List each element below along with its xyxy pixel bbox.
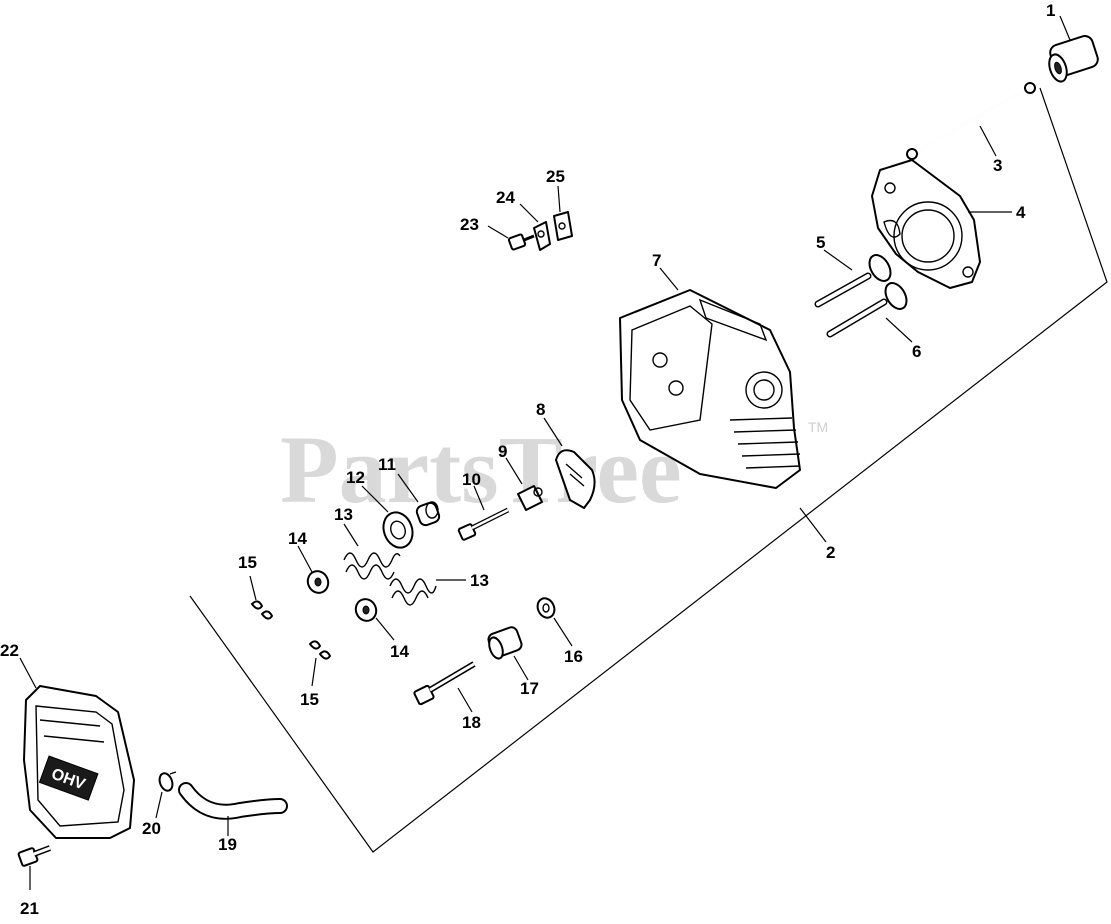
part-17-spacer[interactable] [487,626,524,661]
leader-lines [19,15,1071,890]
part-11-valve-cap[interactable] [415,501,441,527]
part-20-hose-clamp[interactable] [157,771,177,792]
part-14-washer-lower[interactable] [352,596,379,624]
part-5-valve[interactable] [814,251,895,308]
part-6-valve[interactable] [826,279,911,338]
watermark-tm: TM [808,419,828,435]
part-14-washer-upper[interactable] [304,568,331,596]
callout-6: 6 [912,342,921,361]
part-21-cover-bolt[interactable] [17,845,52,867]
callout-12: 12 [346,468,365,487]
part-24-bracket[interactable] [533,221,551,251]
part-8-rocker-arm[interactable] [555,449,596,509]
part-19-breather-hose[interactable] [178,782,288,820]
callout-3: 3 [993,156,1002,175]
part-23-bolt[interactable] [507,233,535,251]
callout-13-lower: 13 [470,571,489,590]
callout-22: 22 [0,641,19,660]
part-15-keepers-upper[interactable] [251,600,273,620]
kit-outline [189,87,1108,853]
callouts: 1 2 3 4 5 6 7 8 9 10 11 12 13 13 14 14 1… [0,1,1055,918]
callout-21: 21 [20,899,39,918]
callout-2: 2 [826,543,835,562]
callout-18: 18 [462,713,481,732]
callout-13-upper: 13 [334,505,353,524]
part-9-guide-plate[interactable] [517,485,543,511]
part-13-valve-spring-upper[interactable] [343,552,401,580]
part-13-valve-spring-lower[interactable] [389,578,437,606]
watermark: PartsTree TM [280,416,828,523]
callout-23: 23 [460,215,479,234]
part-1-sleeve[interactable] [1046,34,1100,84]
part-18-bolt[interactable] [413,661,476,706]
callout-8: 8 [536,400,545,419]
callout-16: 16 [564,647,583,666]
callout-5: 5 [816,233,825,252]
part-4-head-gasket[interactable] [871,159,981,289]
part-12-retainer[interactable] [379,508,418,551]
callout-4: 4 [1016,203,1026,222]
callout-15-upper: 15 [238,553,257,572]
watermark-text: PartsTree [280,416,682,523]
part-7-cylinder-head[interactable] [619,289,801,489]
part-15-keepers-lower[interactable] [309,640,331,660]
callout-19: 19 [218,835,237,854]
callout-11: 11 [378,455,396,474]
callout-15-lower: 15 [300,690,319,709]
callout-14-lower: 14 [390,642,409,661]
callout-24: 24 [496,188,515,207]
part-10-rocker-stud[interactable] [457,507,510,541]
callout-1: 1 [1046,1,1055,20]
callout-9: 9 [498,442,507,461]
part-22-valve-cover[interactable]: OHV [23,685,135,839]
callout-10: 10 [462,470,481,489]
callout-17: 17 [520,679,539,698]
part-25-bracket[interactable] [553,211,573,241]
callout-7: 7 [652,251,661,270]
callout-25: 25 [546,167,565,186]
part-16-washer[interactable] [535,596,558,621]
part-3-push-rod[interactable] [906,82,1036,160]
callout-14-upper: 14 [288,529,307,548]
callout-20: 20 [142,819,161,838]
